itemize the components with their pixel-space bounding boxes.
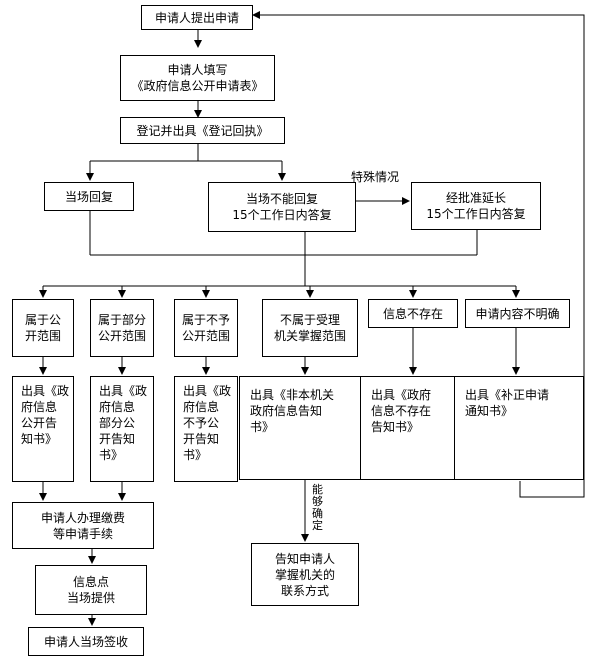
node-partial: 属于部分 公开范围 — [90, 299, 154, 357]
node-extend: 经批准延长 15个工作日内答复 — [411, 182, 541, 230]
node-cannot-reply: 当场不能回复 15个工作日内答复 — [208, 182, 356, 232]
node-notice-not-exist: 出具《政府 信息不存在 告知书》 — [360, 376, 464, 480]
node-sign: 申请人当场签收 — [28, 627, 144, 656]
node-notice-public: 出具《政 府信息 公开告 知书》 — [12, 376, 74, 482]
node-register: 登记并出具《登记回执》 — [120, 117, 285, 144]
node-notice-not-held: 出具《非本机关 政府信息告知 书》 — [239, 376, 361, 480]
node-notice-not-public: 出具《政 府信息 不予公 开告知 书》 — [174, 376, 238, 482]
node-fill-form: 申请人填写 《政府信息公开申请表》 — [120, 55, 275, 101]
node-unclear: 申请内容不明确 — [465, 299, 570, 328]
node-notice-correction: 出具《补正申请 通知书》 — [454, 376, 584, 480]
node-notice-partial: 出具《政 府信息 部分公 开告知 书》 — [90, 376, 154, 482]
node-reply-now: 当场回复 — [44, 182, 134, 211]
node-not-public: 属于不予 公开范围 — [174, 299, 238, 357]
node-pay-fee: 申请人办理缴费 等申请手续 — [12, 502, 154, 549]
label-can-determine: 能 够 确 定 — [312, 483, 323, 532]
node-not-exist: 信息不存在 — [368, 299, 458, 328]
node-provide: 信息点 当场提供 — [35, 565, 147, 615]
label-special: 特殊情况 — [351, 170, 400, 184]
node-apply: 申请人提出申请 — [141, 5, 253, 30]
node-inform-contact: 告知申请人 掌握机关的 联系方式 — [251, 543, 359, 606]
node-not-held: 不属于受理 机关掌握范围 — [262, 299, 358, 357]
node-public: 属于公 开范围 — [12, 299, 74, 357]
loop-correction-to-apply — [252, 11, 585, 498]
